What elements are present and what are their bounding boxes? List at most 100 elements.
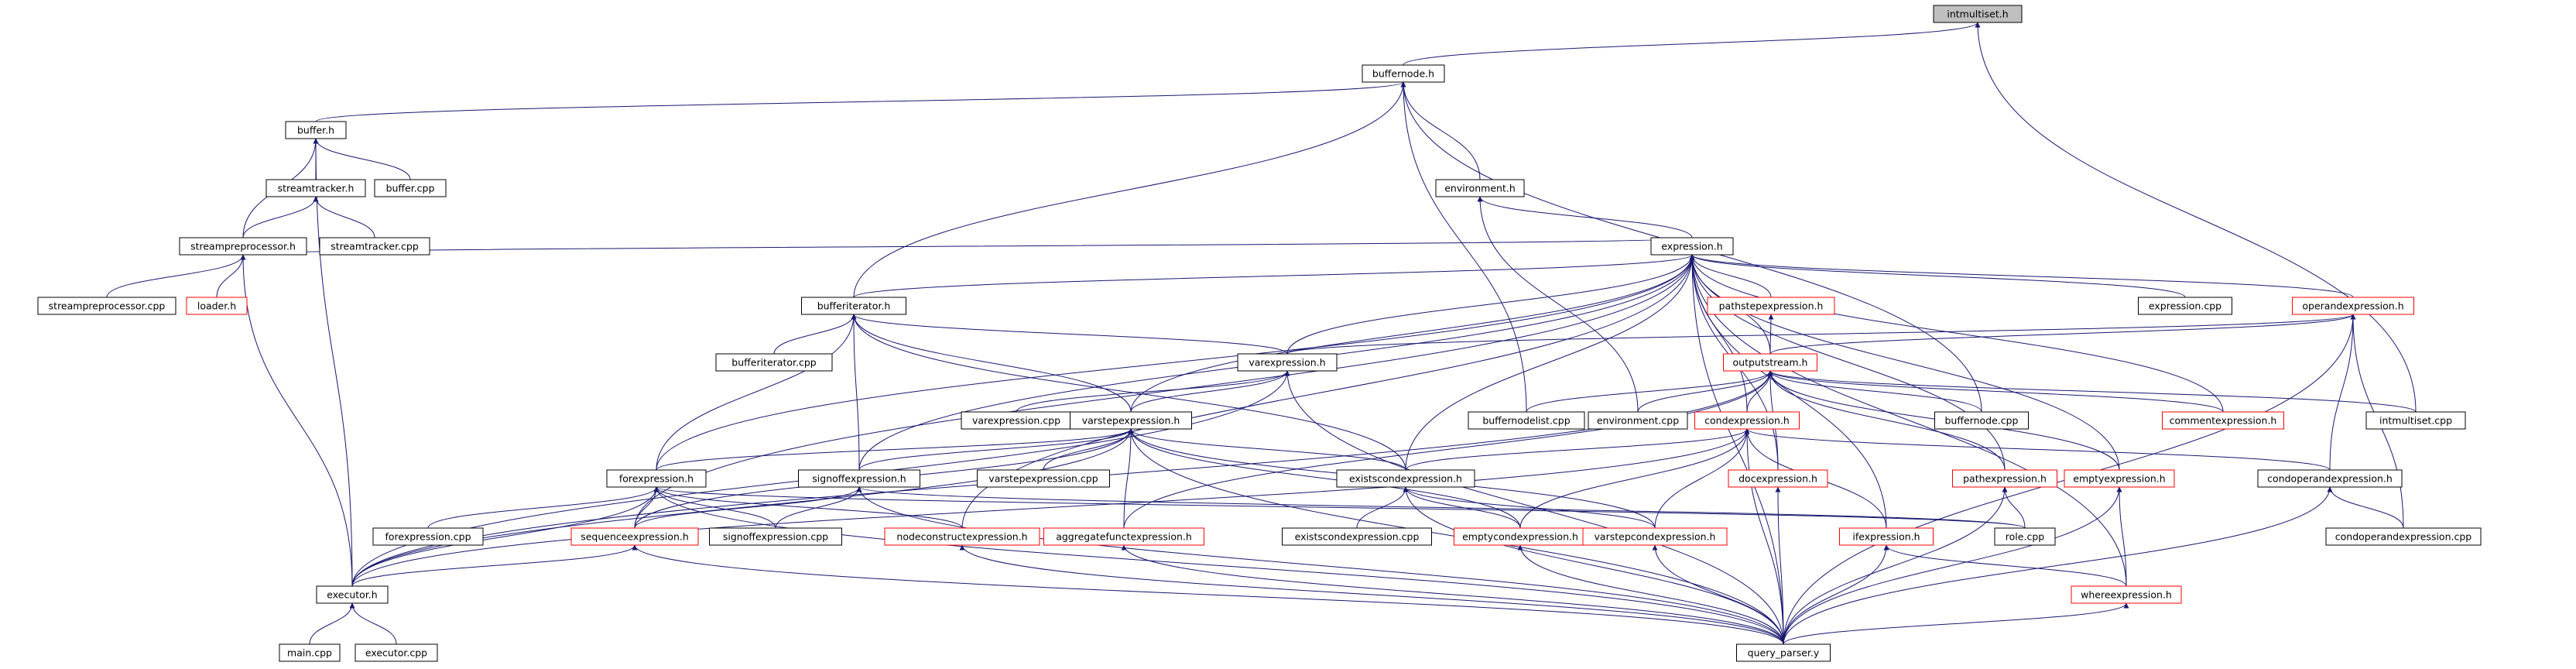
edge-executor-h-to-streampreprocessor-h (240, 254, 353, 587)
edge-bufferiterator-h-to-buffernode-h (853, 81, 1406, 298)
edge-environment-h-to-buffernode-h (1400, 81, 1481, 180)
node-label: bufferiterator.h (817, 300, 891, 312)
node-condoperandexpression-h[interactable]: condoperandexpression.h (2257, 469, 2403, 488)
node-pathstepexpression-h[interactable]: pathstepexpression.h (1707, 297, 1835, 315)
edge-query-parser-y-to-aggregatefunctexpression-h (1121, 544, 1784, 645)
node-box (2365, 411, 2466, 430)
edge-query-parser-y-to-sequenceexpression-h (632, 544, 1784, 645)
edge-aggregatefunctexpression-h-to-varstepexpression-h (1123, 428, 1134, 529)
node-label: streamtracker.h (278, 183, 355, 194)
node-label: emptyexpression.h (2073, 473, 2165, 485)
node-nodeconstructexpression-h[interactable]: nodeconstructexpression.h (884, 527, 1040, 546)
node-label: buffernode.h (1372, 68, 1434, 80)
node-environment-h[interactable]: environment.h (1435, 179, 1525, 197)
node-condexpression-h[interactable]: condexpression.h (1694, 411, 1800, 430)
edge-existscondexpression-h-to-expression-h (1405, 254, 1695, 471)
node-bufferiterator-h[interactable]: bufferiterator.h (801, 297, 906, 315)
node-label: condexpression.h (1704, 415, 1790, 427)
node-streampreprocessor-cpp[interactable]: streampreprocessor.cpp (37, 297, 176, 315)
node-label: role.cpp (2006, 531, 2044, 543)
edge-query-parser-y-to-docexpression-h (1775, 486, 1784, 645)
node-existscondexpression-cpp[interactable]: existscondexpression.cpp (1282, 527, 1432, 546)
node-signoffexpression-h[interactable]: signoffexpression.h (798, 469, 920, 488)
edge-role-cpp-to-forexpression-h (653, 486, 2026, 529)
node-varstepexpression-h[interactable]: varstepexpression.h (1070, 411, 1192, 430)
node-box (1588, 411, 1688, 430)
node-main-cpp[interactable]: main.cpp (279, 643, 341, 662)
node-label: docexpression.h (1738, 473, 1817, 485)
edge-varexpression-h-to-bufferiterator-h (851, 314, 1288, 355)
node-docexpression-h[interactable]: docexpression.h (1728, 469, 1828, 488)
node-executor-cpp[interactable]: executor.cpp (355, 643, 438, 662)
node-signoffexpression-cpp[interactable]: signoffexpression.cpp (709, 527, 842, 546)
node-loader-h[interactable]: loader.h (186, 297, 248, 315)
node-outputstream-h[interactable]: outputstream.h (1723, 353, 1817, 372)
node-label: environment.h (1444, 183, 1516, 194)
node-commentexpression-h[interactable]: commentexpression.h (2162, 411, 2284, 430)
node-varstepexpression-cpp[interactable]: varstepexpression.cpp (977, 469, 1110, 488)
node-varexpression-h[interactable]: varexpression.h (1237, 353, 1338, 372)
node-emptyexpression-h[interactable]: emptyexpression.h (2064, 469, 2175, 488)
edge-outputstream-h-to-operandexpression-h (1769, 314, 2356, 355)
node-query-parser-y[interactable]: query_parser.y (1736, 643, 1831, 662)
node-label: varexpression.h (1249, 357, 1325, 369)
node-whereexpression-h[interactable]: whereexpression.h (2071, 585, 2182, 604)
edge-query-parser-y-to-varexpression-h (1284, 370, 1784, 645)
edge-outputstream-h-to-pathstepexpression-h (1768, 314, 1774, 355)
node-box (1707, 297, 1835, 315)
edge-ifexpression-h-to-expression-h (1689, 254, 1887, 529)
node-box (355, 643, 438, 662)
node-streamtracker-cpp[interactable]: streamtracker.cpp (319, 237, 430, 256)
node-existscondexpression-h[interactable]: existscondexpression.h (1336, 469, 1475, 488)
node-pathexpression-h[interactable]: pathexpression.h (1952, 469, 2057, 488)
node-role-cpp[interactable]: role.cpp (1994, 527, 2056, 546)
node-buffernode-h[interactable]: buffernode.h (1362, 64, 1445, 83)
node-buffernodelist-cpp[interactable]: buffernodelist.cpp (1468, 411, 1585, 430)
node-emptycondexpression-h[interactable]: emptycondexpression.h (1454, 527, 1587, 546)
node-intmultiset-h[interactable]: intmultiset.h (1933, 5, 2023, 23)
node-sequenceexpression-h[interactable]: sequenceexpression.h (570, 527, 699, 546)
node-box (285, 121, 347, 139)
node-label: varstepcondexpression.h (1595, 531, 1716, 543)
node-expression-h[interactable]: expression.h (1650, 237, 1734, 256)
node-streampreprocessor-h[interactable]: streampreprocessor.h (179, 237, 307, 256)
node-buffer-h[interactable]: buffer.h (285, 121, 347, 139)
edge-varstepexpression-h-to-expression-h (1130, 254, 1695, 413)
node-intmultiset-cpp[interactable]: intmultiset.cpp (2365, 411, 2466, 430)
node-label: condoperandexpression.cpp (2335, 531, 2472, 543)
node-box (1282, 527, 1432, 546)
node-executor-h[interactable]: executor.h (316, 585, 389, 604)
edge-varstepexpression-cpp-to-varstepexpression-h (1043, 428, 1134, 471)
node-box (570, 527, 699, 546)
node-buffer-cpp[interactable]: buffer.cpp (374, 179, 447, 197)
node-expression-cpp[interactable]: expression.cpp (2138, 297, 2232, 315)
edge-signoffexpression-h-to-bufferiterator-h (851, 314, 860, 471)
node-bufferiterator-cpp[interactable]: bufferiterator.cpp (715, 353, 833, 372)
node-forexpression-cpp[interactable]: forexpression.cpp (372, 527, 484, 546)
node-label: environment.cpp (1597, 415, 1679, 427)
node-forexpression-h[interactable]: forexpression.h (606, 469, 707, 488)
node-environment-cpp[interactable]: environment.cpp (1588, 411, 1688, 430)
node-buffernode-cpp[interactable]: buffernode.cpp (1934, 411, 2029, 430)
node-box (2071, 585, 2182, 604)
edge-buffernode-h-to-intmultiset-h (1403, 22, 1981, 66)
edge-buffer-cpp-to-buffer-h (313, 138, 411, 180)
edge-whereexpression-h-to-emptyexpression-h (2116, 486, 2127, 587)
node-condoperandexpression-cpp[interactable]: condoperandexpression.cpp (2325, 527, 2482, 546)
node-varstepcondexpression-h[interactable]: varstepcondexpression.h (1582, 527, 1728, 546)
edge-buffer-h-to-buffernode-h (315, 81, 1406, 122)
node-streamtracker-h[interactable]: streamtracker.h (265, 179, 366, 197)
node-box (1933, 5, 2023, 23)
node-label: query_parser.y (1748, 647, 1820, 659)
edge-bufferiterator-cpp-to-bufferiterator-h (773, 314, 857, 355)
edge-query-parser-y-to-emptyexpression-h (1783, 486, 2122, 645)
node-varexpression-cpp[interactable]: varexpression.cpp (961, 411, 1072, 430)
node-ifexpression-h[interactable]: ifexpression.h (1839, 527, 1934, 546)
node-operandexpression-h[interactable]: operandexpression.h (2292, 297, 2414, 315)
edge-streamtracker-cpp-to-streamtracker-h (313, 196, 375, 238)
edge-buffernode-cpp-to-outputstream-h (1767, 370, 1982, 413)
node-box (709, 527, 842, 546)
edge-varstepcondexpression-h-to-existscondexpression-h (1403, 486, 1656, 529)
edge-executor-h-to-condexpression-h (351, 428, 1750, 587)
node-aggregatefunctexpression-h[interactable]: aggregatefunctexpression.h (1043, 527, 1204, 546)
